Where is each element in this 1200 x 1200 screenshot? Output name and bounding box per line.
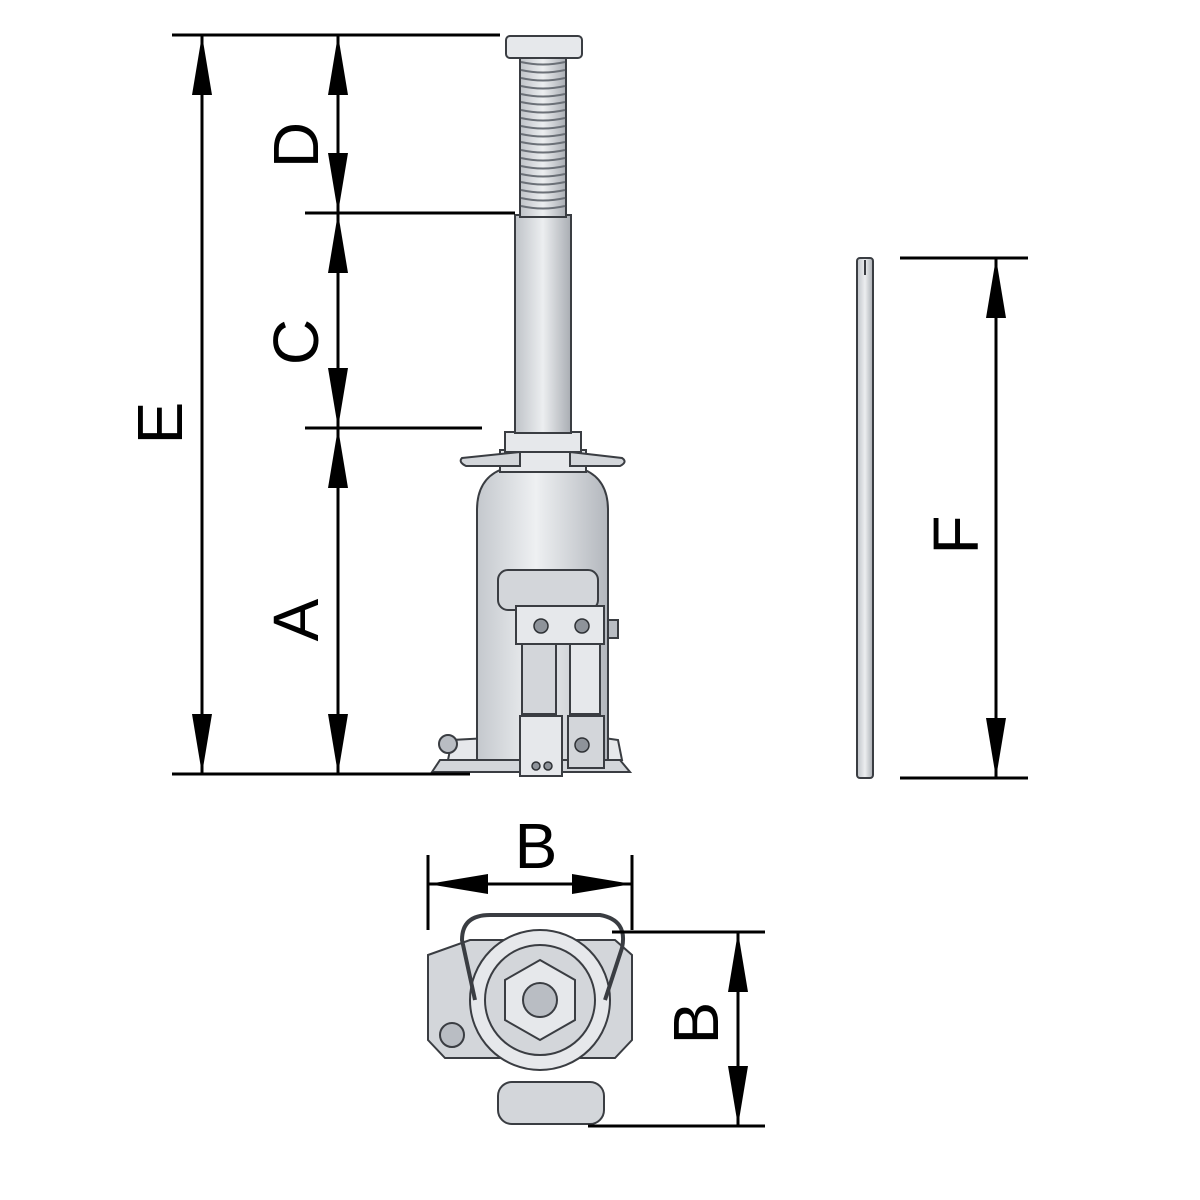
top-view-pump-socket [497,1081,605,1125]
screw-threads [520,61,566,210]
collar-lug-left [459,450,521,467]
jack-handle [856,257,874,779]
pump-bolt-right [574,618,590,634]
pump-base-block [567,715,605,769]
screw-thread-line [520,93,566,98]
release-valve-block [519,715,563,777]
dimension-f-arrow-bottom [986,718,1006,778]
screw-thread-line [520,181,566,186]
dimension-b-depth-arrow-top [728,932,748,992]
dimension-e-arrow-top [192,35,212,95]
label-c: C [260,319,332,365]
screw-thread-line [520,117,566,122]
screw-thread-line [520,165,566,170]
dimension-b-width-arrow-left [428,874,488,894]
label-a: A [260,598,332,641]
screw-thread-line [520,173,566,178]
top-view-carry-handle [459,913,625,1001]
screw-thread-line [520,101,566,106]
jack-gland [504,431,582,453]
valve-screw-left [531,761,541,771]
pump-bracket [515,605,605,645]
handle-rod [856,257,874,779]
dimension-lines [172,33,1028,1128]
screw-thread-line [520,125,566,130]
screw-thread-line [520,85,566,90]
dimension-e-arrow-bottom [192,714,212,774]
collar-lug-right [569,450,626,467]
screw-thread-line [520,149,566,154]
dimension-b-width-arrow-right [572,874,632,894]
dimension-b-depth-arrow-bottom [728,1066,748,1126]
jack-side-view [430,35,633,777]
dimension-d-arrow-top [328,35,348,95]
label-b-width: B [515,810,558,882]
jack-saddle [505,35,583,59]
label-b-depth: B [660,1002,732,1045]
screw-thread-line [520,197,566,202]
pump-side-knob [607,619,619,639]
valve-screw-right [543,761,553,771]
screw-thread-line [520,133,566,138]
label-d: D [260,122,332,168]
screw-thread-line [520,61,566,66]
dimension-labels: E D C A F B B [124,122,992,1044]
dimension-d-arrow-bottom [328,153,348,213]
pump-plunger-right [569,643,601,715]
label-e: E [124,402,196,445]
screw-thread-line [520,189,566,194]
screw-thread-line [520,141,566,146]
screw-thread-line [520,157,566,162]
top-view-screw-center [522,982,558,1018]
top-view-release-knob [439,1022,465,1048]
dimension-c-arrow-bottom [328,368,348,428]
jack-ram [514,214,572,434]
screw-thread-line [520,69,566,74]
screw-thread-line [520,77,566,82]
dimension-a-arrow-bottom [328,714,348,774]
dimension-c-arrow-top [328,213,348,273]
screw-thread-line [520,205,566,210]
screw-thread-line [520,109,566,114]
dimension-a-arrow-top [328,428,348,488]
pump-bolt-left [533,618,549,634]
pump-socket [497,569,599,611]
release-knob [438,734,458,754]
pump-base-bolt [574,737,590,753]
pump-plunger-left [521,643,557,715]
label-f: F [920,515,992,554]
dimension-f-arrow-top [986,258,1006,318]
jack-top-view [427,913,633,1125]
